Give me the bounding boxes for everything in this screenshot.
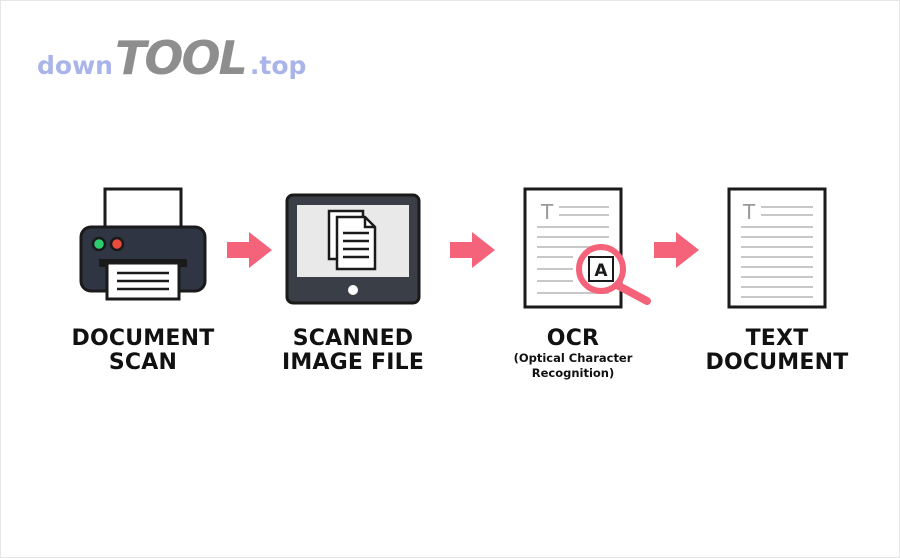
- step-label-ocr: OCR (Optical Character Recognition): [513, 326, 633, 381]
- step-label-scanned-image-file: SCANNED IMAGE FILE: [281, 326, 425, 375]
- page-letter-t: T: [742, 200, 756, 224]
- printer-icon: [79, 187, 207, 301]
- watermark-suffix: .top: [249, 51, 307, 80]
- watermark-prefix: down: [37, 51, 113, 80]
- text-document-icon: T: [727, 187, 827, 309]
- step-label-document-scan: DOCUMENT SCAN: [71, 326, 215, 375]
- magnified-document-icon: T A: [523, 187, 651, 309]
- arrow-right-icon: [450, 232, 495, 268]
- ocr-glyph: A: [594, 261, 608, 281]
- page-letter-t: T: [540, 200, 554, 224]
- arrow-right-icon: [654, 232, 699, 268]
- step-label-text-document: TEXT DOCUMENT: [705, 326, 849, 375]
- watermark-brand: TOOL: [114, 31, 248, 85]
- tablet-icon: [285, 193, 421, 305]
- watermark-logo: down TOOL .top: [37, 35, 306, 81]
- arrow-right-icon: [227, 232, 272, 268]
